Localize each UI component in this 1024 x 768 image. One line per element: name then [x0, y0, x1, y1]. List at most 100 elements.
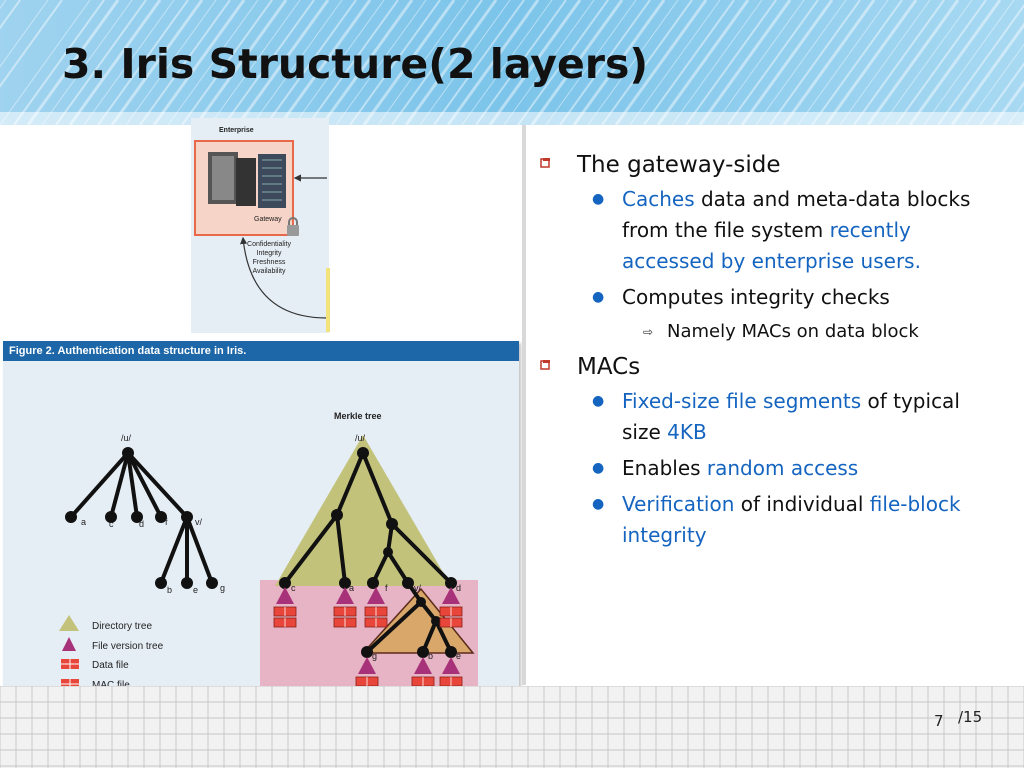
left-leaf-g: g [220, 583, 225, 593]
right-leaf-v: v/ [414, 583, 422, 593]
caches-desc: data and meta-data blocks from the file … [622, 187, 971, 242]
bullet-macs: MACs [540, 352, 1010, 382]
right-leaf-g: g [372, 651, 377, 661]
header-stroke [41, 0, 133, 125]
header-stroke [433, 0, 525, 125]
right-leaf-b: b [428, 651, 433, 661]
property-confidentiality: Confidentiality [247, 241, 291, 248]
server-rack-icon [208, 152, 286, 208]
enterprise-figure: Enterprise Gateway Confidentiality Integ… [191, 118, 329, 333]
legend-file-version-tree: File version tree [92, 641, 164, 652]
directory-tree-legend-icon [59, 615, 79, 631]
header-stroke [698, 0, 792, 125]
header-stroke [769, 0, 861, 125]
header-stroke [0, 0, 63, 88]
left-leaf-f: f [165, 517, 168, 527]
dot-bullet-icon: ● [592, 496, 605, 512]
property-freshness: Freshness [252, 259, 286, 266]
header-stroke [446, 0, 540, 125]
authentication-figure: Figure 2. Authentication data structure … [3, 341, 519, 731]
tree-diagram: /u/ a c d f v/ b e g [59, 411, 478, 698]
dot-bullet-icon: ● [592, 289, 605, 305]
header-stroke [671, 0, 763, 125]
namely-text: Namely MACs on data block [667, 321, 919, 342]
header-stroke [139, 0, 231, 125]
header-stroke [194, 0, 288, 125]
right-leaf-a: a [349, 583, 354, 593]
header-stroke [68, 0, 162, 125]
footer-grid [0, 686, 1024, 768]
header-stroke [727, 0, 819, 125]
header-stroke [839, 0, 931, 125]
header-stroke [881, 0, 973, 125]
header-stroke [488, 0, 582, 125]
header-stroke [824, 0, 918, 125]
macs-heading: MACs [577, 354, 641, 380]
left-leaf-c: c [109, 519, 114, 529]
property-integrity: Integrity [256, 250, 282, 257]
bullet-namely-macs: ⇨ Namely MACs on data block [643, 318, 1010, 346]
header-stroke [349, 0, 441, 125]
property-list: Confidentiality Integrity Freshness Avai… [239, 240, 299, 276]
header-stroke [167, 0, 259, 125]
header-stroke [26, 0, 120, 125]
header-stroke [740, 0, 834, 125]
header-stroke [83, 0, 175, 125]
header-stroke [377, 0, 469, 125]
slide-header: 3. Iris Structure(2 layers) [0, 0, 1024, 125]
header-stroke [656, 0, 750, 125]
square-bullet-icon [540, 360, 550, 370]
header-stroke [391, 0, 483, 125]
bullet-computes-integrity: ● Computes integrity checks [592, 282, 1010, 313]
header-stroke [643, 0, 735, 125]
header-stroke [404, 0, 498, 125]
dot-bullet-icon: ● [592, 460, 605, 476]
header-stroke [55, 0, 147, 125]
file-version-icon [336, 587, 354, 604]
header-stroke [713, 0, 805, 125]
left-leaf-a: a [81, 517, 86, 527]
bullet-verification: ● Verification of individual file-block … [592, 489, 1010, 551]
header-stroke [362, 0, 456, 125]
header-stroke [265, 0, 357, 125]
slide-title: 3. Iris Structure(2 layers) [62, 40, 649, 88]
header-stroke [895, 0, 987, 125]
header-stroke [908, 0, 1002, 125]
header-stroke [992, 80, 1024, 125]
header-stroke [13, 0, 105, 125]
header-stroke [307, 0, 399, 125]
header-stroke [937, 3, 1024, 125]
header-stroke [320, 0, 414, 125]
header-stroke [950, 22, 1024, 125]
file-block-integrity-text: file-block integrity [622, 492, 961, 547]
header-stroke [601, 0, 693, 125]
header-stroke [685, 0, 777, 125]
header-stroke [545, 0, 637, 125]
verification-desc: of individual [734, 492, 870, 516]
file-version-icon [442, 657, 460, 674]
file-version-icon [442, 587, 460, 604]
header-stroke [125, 0, 217, 125]
bullet-fixed-size: ● Fixed-size file segments of typical si… [592, 386, 1010, 448]
figure-caption: Figure 2. Authentication data structure … [3, 341, 519, 361]
content-divider [522, 125, 526, 685]
page-total: /15 [958, 708, 983, 726]
lock-icon [287, 217, 299, 236]
caches-text: Caches [622, 187, 695, 211]
file-version-icon [414, 657, 432, 674]
header-stroke [251, 0, 343, 125]
header-stroke [614, 0, 708, 125]
enables-text: Enables [622, 456, 707, 480]
header-stroke [293, 0, 385, 125]
header-stroke [461, 0, 553, 125]
gateway-label: Gateway [254, 216, 282, 223]
header-stroke [755, 0, 847, 125]
file-version-icon [358, 657, 376, 674]
right-leaf-e: e [456, 651, 461, 661]
left-root-label: /u/ [121, 433, 132, 443]
header-stroke [236, 0, 330, 125]
header-stroke [223, 0, 315, 125]
gateway-heading: The gateway-side [577, 152, 781, 178]
header-stroke [1007, 101, 1024, 125]
left-leaf-d: d [139, 519, 144, 529]
